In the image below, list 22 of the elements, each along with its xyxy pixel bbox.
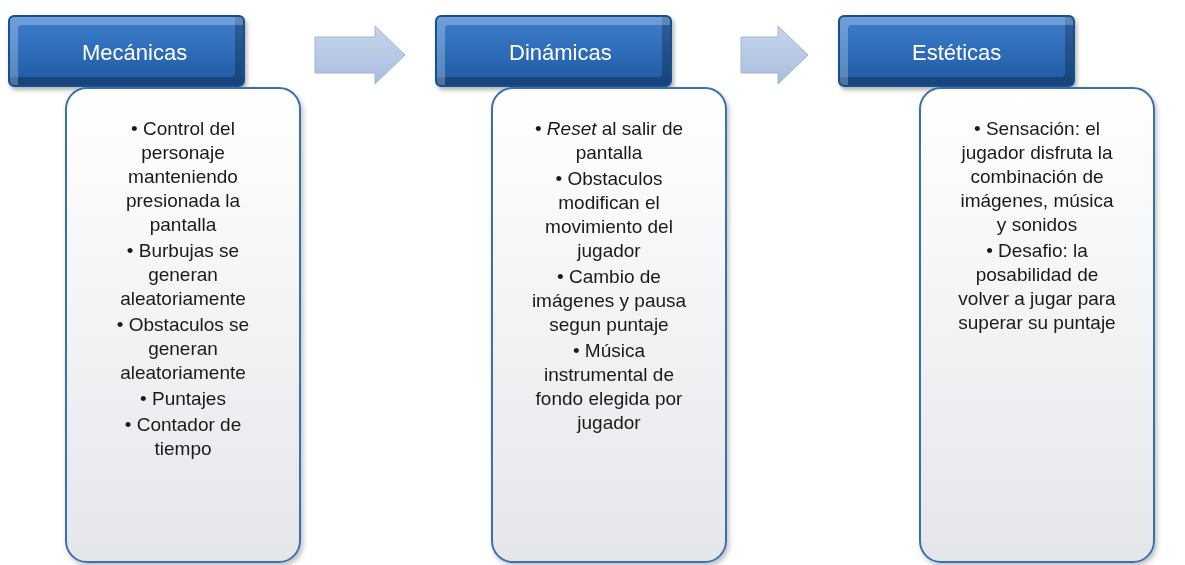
category-header bbox=[838, 15, 1075, 87]
block-arrow bbox=[740, 25, 809, 85]
header-text: Mecánicas bbox=[82, 39, 189, 67]
list-item: • Obstaculos modifican el movimiento del jugador bbox=[544, 167, 674, 263]
list-card bbox=[65, 87, 301, 563]
list-item: • Puntajes bbox=[140, 387, 226, 411]
list-item: • Control del personaje manteniendo presionada la pantalla bbox=[124, 117, 242, 237]
list-item: • Cambio de imágenes y pausa segun puntaje bbox=[530, 265, 688, 337]
category-header bbox=[8, 15, 245, 87]
list-item: • Música instrumental de fondo elegida por jugador bbox=[534, 339, 684, 435]
list-item: • Burbujas se generan aleatoriamente bbox=[119, 239, 247, 311]
category-header bbox=[435, 15, 672, 87]
block-arrow bbox=[314, 25, 406, 85]
list-item: • Desafio: la posabilidad de volver a jugar para superar su puntaje bbox=[957, 239, 1117, 335]
list-card bbox=[491, 87, 727, 563]
header-text: Estéticas bbox=[912, 39, 1003, 67]
list-card bbox=[919, 87, 1155, 563]
header-text: Dinámicas bbox=[509, 39, 613, 67]
list-item: • Obstaculos se generan aleatoriamente bbox=[115, 313, 251, 385]
list-item: • Reset al salir de pantalla bbox=[533, 117, 685, 165]
list-item: • Sensación: el jugador disfruta la combinación de imágenes, música y sonidos bbox=[959, 117, 1115, 237]
list-item: • Contador de tiempo bbox=[123, 413, 243, 461]
